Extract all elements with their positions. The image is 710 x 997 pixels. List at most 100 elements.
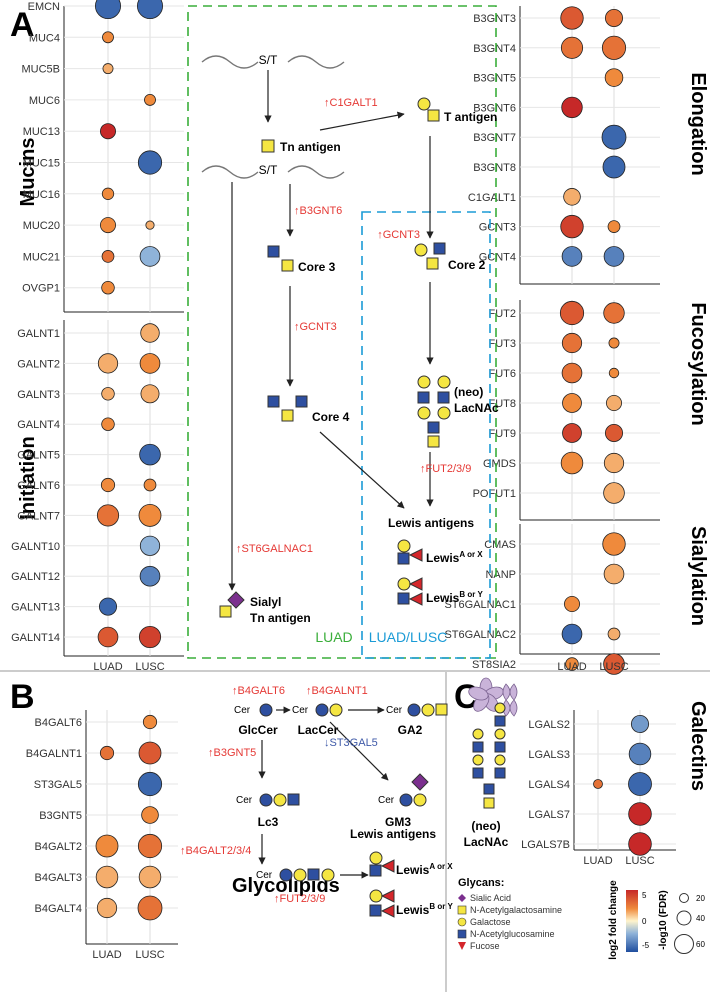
dot-luad-fut6 — [561, 362, 583, 384]
lewisb-by-glcnac — [369, 904, 382, 917]
gene-label: GALNT12 — [11, 571, 60, 583]
galectin-lacnac-label: LacNAc — [464, 835, 509, 849]
luadlusc-box-label: LUAD/LUSC — [369, 629, 448, 645]
gene-label: LGALS7 — [528, 809, 570, 821]
gene-label: ST3GAL5 — [34, 779, 82, 791]
luad-box-label: LUAD — [315, 629, 352, 645]
fut239-label-b: ↑FUT2/3/9 — [274, 893, 325, 905]
dot-lusc-galnt5 — [139, 443, 161, 466]
legend-item-square-yellow: N-Acetylgalactosamine — [457, 905, 562, 915]
gene-label: GALNT14 — [11, 632, 60, 644]
laccer-cer: Cer — [292, 705, 309, 716]
pathway-b: ↑B4GALT6 ↑B4GALNT1 Cer GlcCer Cer LacCer… — [180, 685, 453, 918]
lacnac-glcnac-bottom — [427, 421, 440, 434]
sialic-acid-icon — [458, 894, 466, 902]
sialylation-title: Sialylation — [687, 526, 709, 626]
dot-lusc-galnt1 — [140, 323, 160, 343]
dot-lusc-galnt3 — [140, 384, 160, 404]
b3gnt6-label: ↑B3GNT6 — [294, 205, 342, 217]
gm3-sialic — [411, 773, 429, 791]
t-antigen-galnac — [427, 109, 440, 122]
b4galt234-label: ↑B4GALT2/3/4 — [180, 845, 251, 857]
dot-lusc-b3gnt5 — [604, 68, 624, 87]
gene-label: B4GALT6 — [35, 717, 83, 729]
lacnac-glcnac-right — [437, 391, 450, 404]
dot-lusc-lgals7b — [628, 832, 652, 856]
dot-luad-b3gnt4 — [560, 36, 584, 59]
gene-label: GALNT4 — [17, 419, 60, 431]
dot-lusc-st6galnac2 — [607, 627, 621, 641]
gene-label: GALNT1 — [17, 328, 60, 340]
st3gal5-label: ↓ST3GAL5 — [324, 737, 378, 749]
dot-lusc-b3gnt4 — [601, 35, 627, 60]
core3-glcnac — [267, 245, 280, 258]
gene-label: NANP — [485, 569, 516, 581]
gene-label: FUT9 — [489, 428, 517, 440]
gene-label: GALNT3 — [17, 389, 60, 401]
dot-luad-fut2 — [559, 300, 585, 326]
dot-luad-st6galnac1 — [564, 596, 580, 612]
sialyl-tn-galnac — [219, 605, 232, 618]
pathway-a: LUAD LUAD/LUSC S/T Tn antigen S/T ↑C1GAL… — [187, 5, 499, 659]
dot-lusc-cmas — [602, 532, 626, 556]
dot-lusc-st3gal5 — [137, 771, 163, 797]
st-label-top: S/T — [259, 53, 278, 67]
ga2-galnac — [435, 703, 448, 716]
dot-lusc-gcnt3 — [607, 220, 621, 233]
core2-label: Core 2 — [448, 258, 486, 272]
dot-luad-emcn — [94, 0, 122, 20]
tn-galnac-square — [261, 139, 275, 153]
dot-lusc-muc6 — [144, 93, 156, 106]
gene-label: B3GNT5 — [473, 73, 516, 85]
dot-lusc-gmds — [603, 452, 625, 474]
sialyl-tn-sialic — [227, 591, 245, 609]
dotplot-glycolipids: B4GALT6B4GALNT1ST3GAL5B3GNT5B4GALT2B4GAL… — [26, 710, 178, 961]
gene-label: LGALS7B — [521, 839, 570, 851]
dot-luad-gmds — [560, 451, 584, 475]
arrow-tn-t — [319, 111, 405, 131]
ext-gal-2 — [321, 868, 335, 882]
lewisb-by-gal — [369, 889, 383, 903]
legend: Glycans: Sialic AcidN-Acetylgalactosamin… — [457, 877, 705, 960]
legend-item-label: Fucose — [470, 941, 500, 951]
gene-label: MUC20 — [23, 220, 60, 232]
color-scale-title: log2 fold change — [608, 880, 619, 960]
initiation-title: Initiation — [17, 436, 39, 519]
b3gnt5-label: ↑B3GNT5 — [208, 747, 256, 759]
lc3-glc — [259, 793, 273, 807]
gene-label: MUC15 — [23, 158, 60, 170]
dot-luad-b3gnt6 — [561, 96, 583, 119]
gene-label: B3GNT5 — [39, 810, 82, 822]
dot-lusc-emcn — [136, 0, 164, 20]
lc3-glcnac — [287, 793, 300, 806]
fut239-label-a: ↑FUT2/3/9 — [420, 463, 471, 475]
gene-label: GALNT2 — [17, 358, 60, 370]
gene-label: ST8SIA2 — [472, 659, 516, 671]
lacnac-gal-right-2 — [437, 406, 451, 420]
size-legend-40 — [676, 910, 692, 926]
lewisb-ax-gal — [369, 851, 383, 865]
size-tick-60: 60 — [696, 940, 705, 949]
dot-luad-muc16 — [101, 187, 115, 200]
dot-lusc-b4galt4 — [137, 895, 163, 921]
galectin-illustration: (neo) LacNAc — [464, 677, 518, 849]
dotplot-elongation: B3GNT3B3GNT4B3GNT5B3GNT6B3GNT7B3GNT8C1GA… — [468, 6, 660, 285]
lacnac-glycan-c — [472, 702, 506, 809]
gene-label: MUC5B — [21, 64, 60, 76]
legend-item-diamond: Sialic Acid — [458, 893, 511, 903]
lewis-antigens-label-a: Lewis antigens — [388, 516, 474, 530]
dot-luad-lgals4 — [593, 779, 603, 789]
legend-glycans-title: Glycans: — [458, 877, 504, 889]
arrow-laccer-gm3 — [329, 721, 389, 781]
dot-lusc-lgals4 — [628, 772, 652, 796]
dot-luad-st6galnac2 — [561, 623, 583, 645]
dot-luad-ovgp1 — [101, 280, 115, 295]
gene-label: B4GALT4 — [35, 903, 83, 915]
column-label-lusc: LUSC — [135, 661, 164, 673]
gene-label: LGALS4 — [528, 779, 570, 791]
gene-label: FUT2 — [489, 308, 517, 320]
lewisb-by-fucose-bottom — [380, 904, 395, 918]
